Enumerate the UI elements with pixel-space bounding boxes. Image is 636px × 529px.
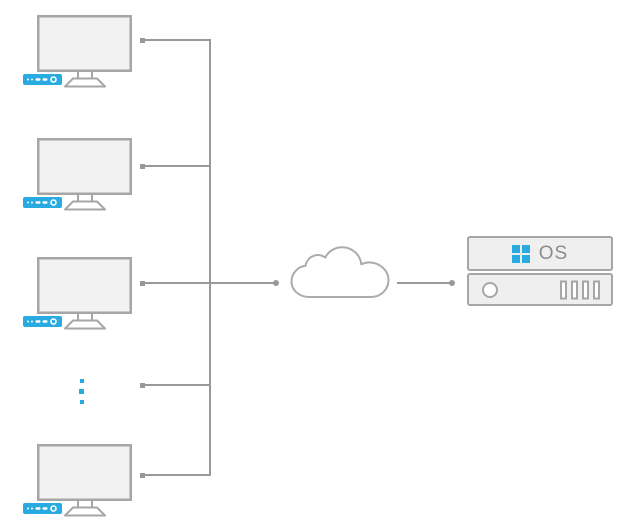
connector-client-1 <box>143 39 209 41</box>
thin-client-icon <box>23 503 62 514</box>
thin-client-icon <box>23 74 62 85</box>
endpoint-marker <box>140 163 145 169</box>
ellipsis-dots-icon <box>79 379 84 404</box>
connector-trunk <box>209 39 211 476</box>
connector-ellipsis <box>143 384 209 386</box>
vent-slots-icon <box>560 280 600 299</box>
connector-to-cloud <box>143 282 277 284</box>
endpoint-dot <box>449 280 455 286</box>
client-workstation <box>23 444 133 517</box>
windows-logo-icon <box>511 244 530 263</box>
endpoint-marker <box>140 382 145 388</box>
client-workstation <box>23 138 133 211</box>
os-label: OS <box>538 243 569 264</box>
connector-client-4 <box>143 474 209 476</box>
endpoint-marker <box>140 280 145 286</box>
endpoint-dot <box>273 280 279 286</box>
endpoint-marker <box>140 472 145 478</box>
thin-client-icon <box>23 197 62 208</box>
ellipsis-dot <box>79 379 84 383</box>
connector-cloud-to-server <box>397 282 453 284</box>
endpoint-marker <box>140 37 145 43</box>
client-workstation <box>23 15 133 88</box>
server-chassis-unit <box>467 273 613 306</box>
connector-client-2 <box>143 165 209 167</box>
cloud-icon <box>290 246 390 298</box>
server: OS <box>467 236 613 306</box>
server-os-unit: OS <box>467 236 613 271</box>
ellipsis-dot <box>79 400 84 404</box>
thin-client-icon <box>23 316 62 327</box>
ellipsis-dot <box>79 389 84 394</box>
power-button-icon <box>482 281 498 298</box>
client-workstation <box>23 257 133 330</box>
